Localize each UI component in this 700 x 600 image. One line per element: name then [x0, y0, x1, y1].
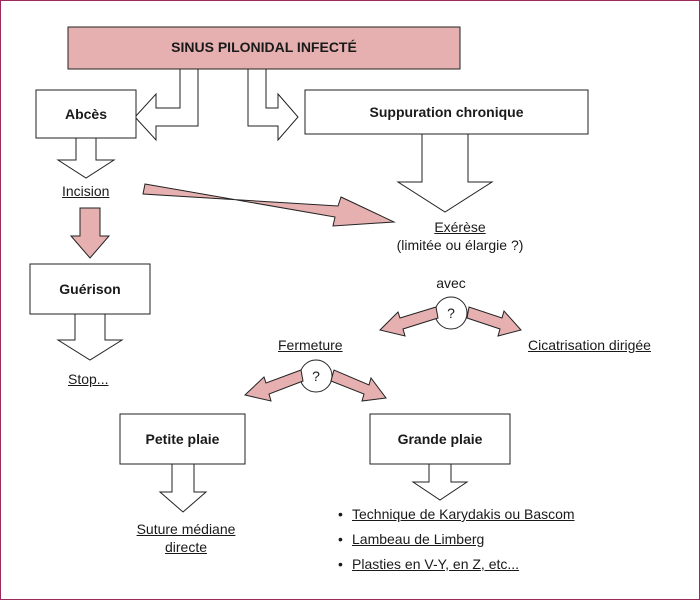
- avec-question: ?: [447, 305, 455, 321]
- technique-item: •Plasties en V-Y, en Z, etc...: [338, 556, 520, 572]
- arrow-to-cicatrisation: [466, 306, 522, 337]
- arrow-grande-plaie-down: [411, 463, 469, 501]
- exerese-label: Exérèse: [434, 219, 486, 235]
- guerison-box: [29, 263, 151, 315]
- suppuration-label: Suppuration chronique: [369, 104, 524, 120]
- title-label: SINUS PILONIDAL INFECTÉ: [171, 39, 357, 55]
- arrow-to-abces: [134, 68, 199, 142]
- exerese-sub-label: (limitée ou élargie ?): [396, 237, 524, 253]
- suture-label-2: directe: [164, 539, 208, 555]
- grande-plaie-box: [369, 413, 511, 465]
- fermeture-question: ?: [312, 368, 320, 384]
- arrow-suppuration-down: [396, 133, 494, 213]
- arrow-abces-down: [56, 137, 116, 179]
- petite-plaie-box: [119, 413, 246, 465]
- technique-text: Plasties en V-Y, en Z, etc...: [352, 556, 520, 572]
- abces-label: Abcès: [64, 106, 108, 122]
- technique-item: •Lambeau de Limberg: [338, 531, 485, 547]
- suture-label-1: Suture médiane: [136, 521, 236, 537]
- grande-plaie-label: Grande plaie: [397, 431, 483, 447]
- guerison-label: Guérison: [59, 281, 121, 297]
- arrow-petite-plaie-down: [158, 463, 208, 513]
- technique-text: Technique de Karydakis ou Bascom: [352, 506, 575, 522]
- arrow-incision-to-exerese: [142, 183, 396, 227]
- stop-label: Stop...: [68, 371, 109, 387]
- incision-label: Incision: [62, 183, 110, 199]
- arrow-to-fermeture: [379, 306, 439, 337]
- arrow-incision-to-guerison: [69, 207, 111, 259]
- technique-text: Lambeau de Limberg: [352, 531, 485, 547]
- petite-plaie-label: Petite plaie: [145, 431, 220, 447]
- fermeture-label: Fermeture: [278, 337, 343, 353]
- technique-item: •Technique de Karydakis ou Bascom: [338, 506, 575, 522]
- arrow-guerison-down: [56, 313, 124, 361]
- arrow-to-suppuration: [247, 68, 299, 142]
- arrow-to-petite-plaie: [243, 369, 304, 402]
- arrow-to-grande-plaie: [330, 369, 387, 402]
- avec-label: avec: [436, 275, 466, 291]
- cicatrisation-label: Cicatrisation dirigée: [528, 337, 651, 353]
